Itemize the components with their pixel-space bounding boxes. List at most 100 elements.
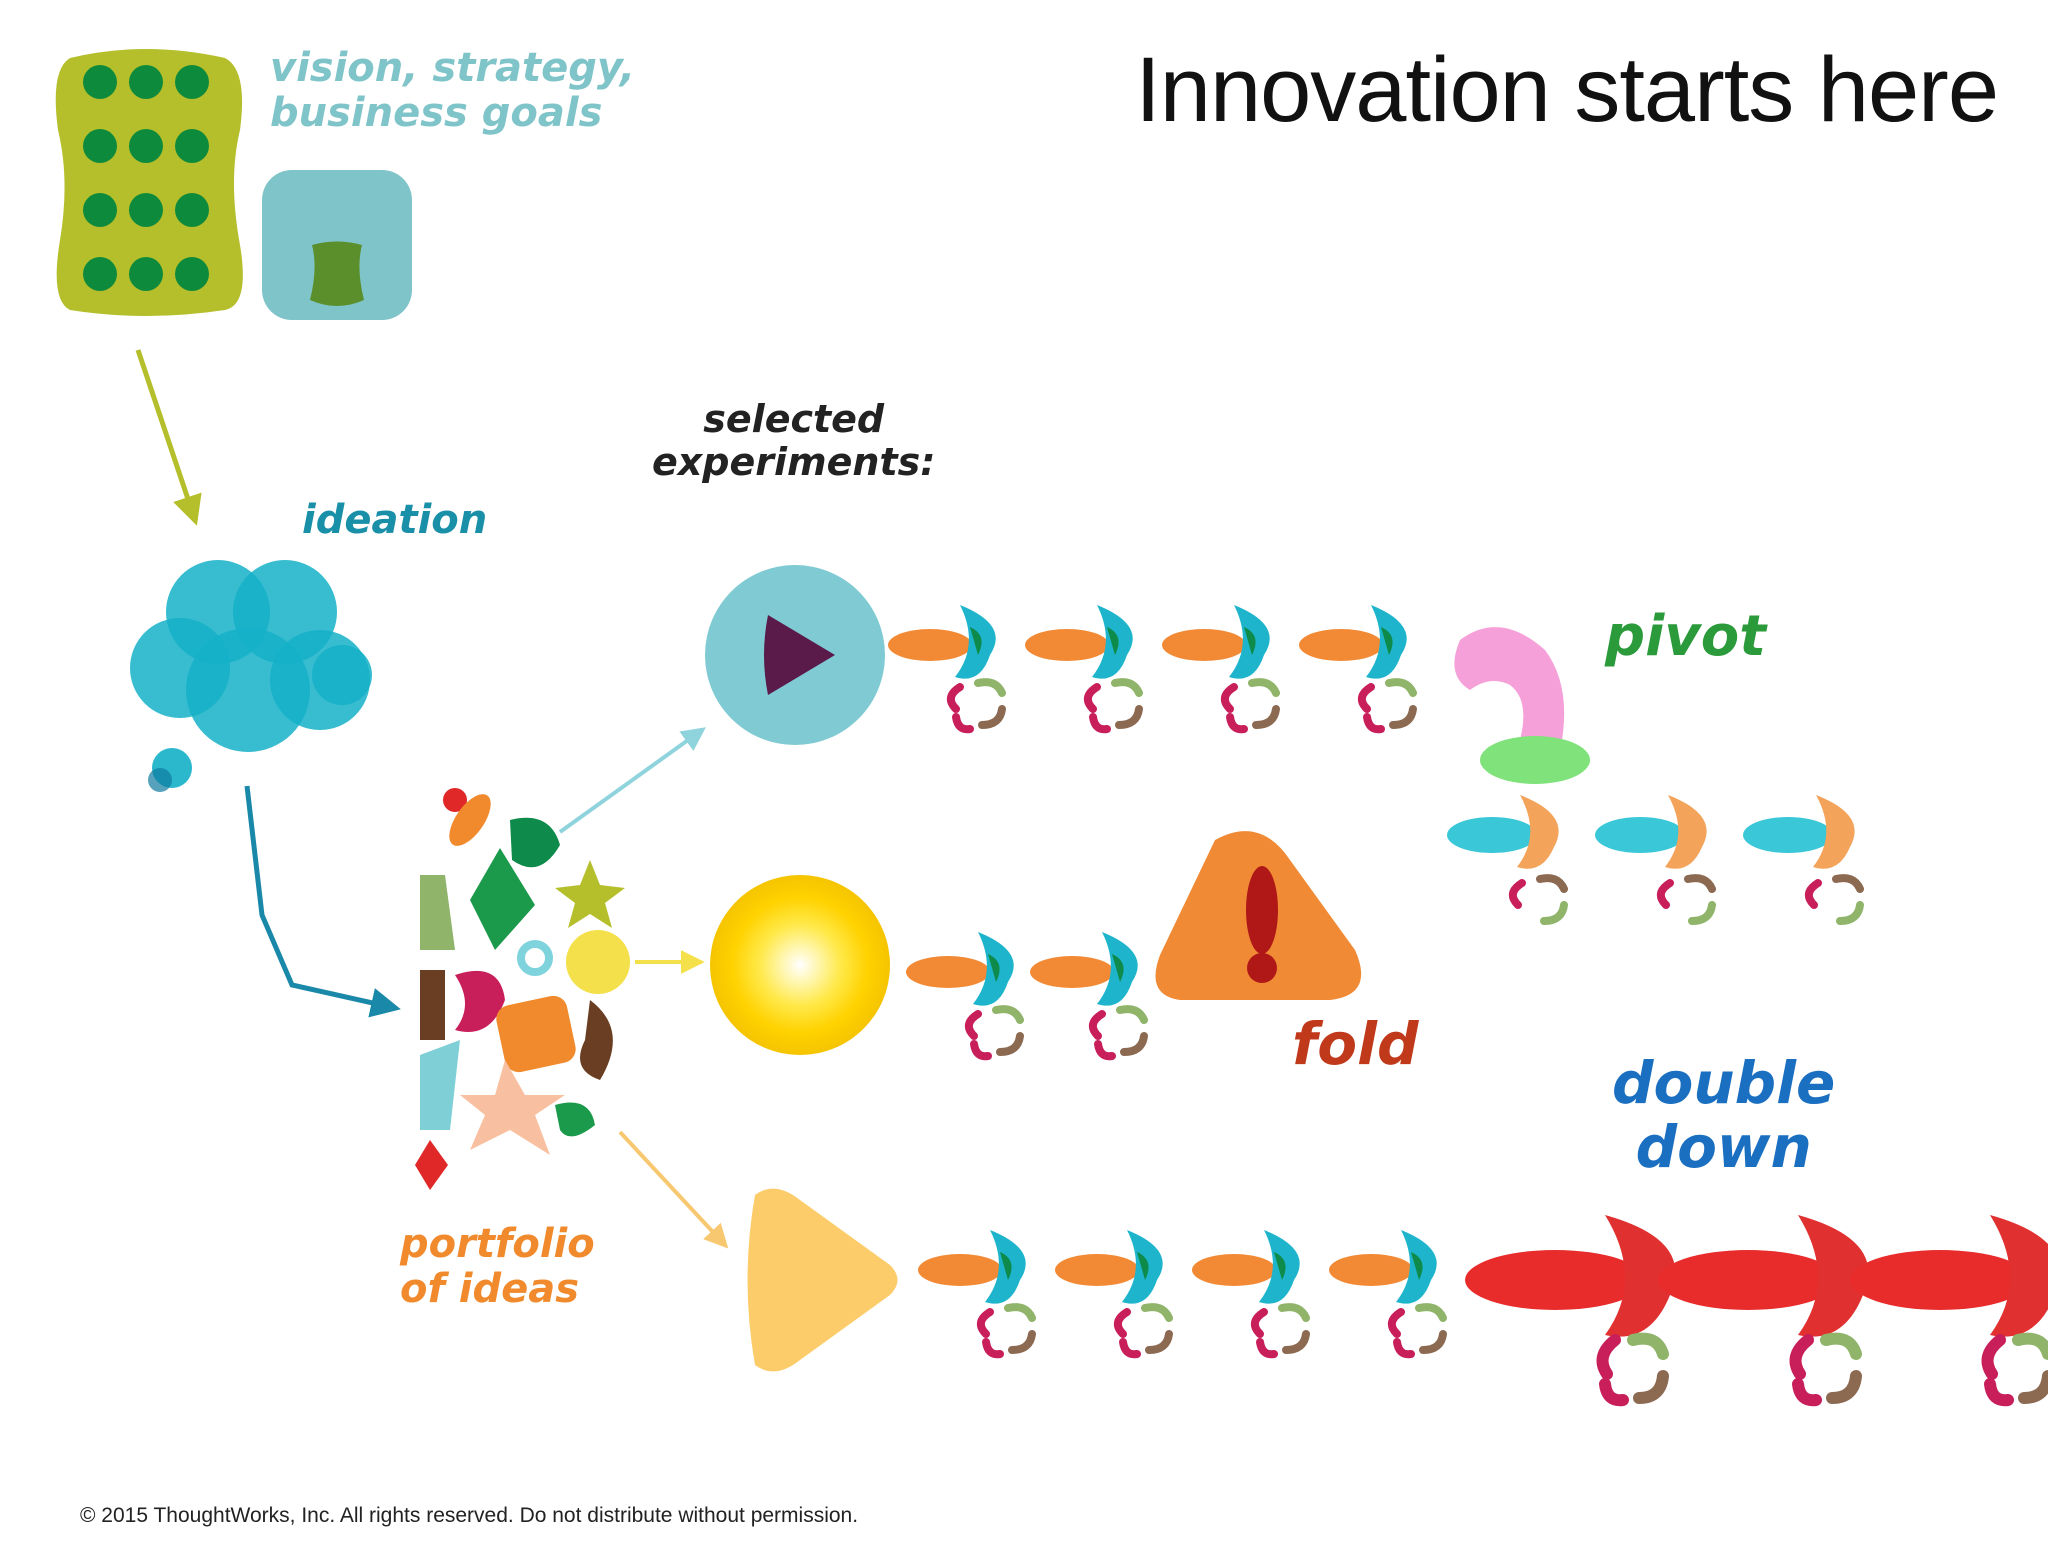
portfolio-idea-shape (420, 970, 445, 1040)
step-squiggle (1220, 683, 1238, 713)
vision-block (55, 49, 412, 320)
step-squiggle (1536, 874, 1568, 893)
step-bar (1192, 1254, 1276, 1286)
big-squiggle (1792, 1378, 1822, 1407)
step-squiggle (1836, 901, 1864, 925)
double-down-step (1850, 1215, 2048, 1407)
vision-dot (175, 65, 209, 99)
portfolio-label: portfolio of ideas (400, 1222, 595, 1312)
vision-dot (129, 193, 163, 227)
step-squiggle (1393, 1338, 1415, 1359)
selected-label-line-1: selected (703, 397, 885, 441)
portfolio-idea-shape (470, 848, 535, 950)
double-down-step (1658, 1215, 1869, 1407)
portfolio-idea-shape (555, 1102, 595, 1137)
goal-figure (310, 241, 364, 306)
step-bar (1030, 956, 1114, 988)
step-bar (1595, 817, 1685, 853)
portfolio-idea-shape (496, 995, 576, 1073)
experiment-step (888, 605, 1006, 734)
selected-experiments-label: selected experiments: (652, 398, 935, 483)
portfolio-shapes (415, 788, 630, 1190)
step-bar (1055, 1254, 1139, 1286)
step-squiggle (1389, 705, 1417, 729)
step-hook-accent (1000, 1252, 1012, 1280)
step-bar (1025, 629, 1109, 661)
step-squiggle (1385, 678, 1417, 697)
double-down-line-1: double (1612, 1049, 1836, 1117)
pivot-green-base (1480, 736, 1590, 784)
step-bar (1299, 629, 1383, 661)
vision-dot (129, 129, 163, 163)
experiment-step (1025, 605, 1143, 734)
step-bar (888, 629, 972, 661)
experiment-3-steps (918, 1230, 1447, 1359)
step-squiggle (946, 683, 964, 713)
step-squiggle (1387, 1308, 1405, 1338)
step-bar (1329, 1254, 1413, 1286)
experiment-step (1162, 605, 1280, 734)
step-squiggle (1116, 1005, 1148, 1024)
step-hook (1665, 795, 1707, 869)
experiment-step (1030, 932, 1148, 1061)
step-squiggle (1256, 1338, 1278, 1359)
step-squiggle (1083, 683, 1101, 713)
step-squiggle (1832, 874, 1864, 893)
step-hook-accent (1112, 954, 1124, 982)
step-squiggle (1363, 713, 1385, 734)
big-bar (1465, 1250, 1645, 1310)
ideation-label: ideation (302, 497, 488, 543)
double-down-line-2: down (1635, 1112, 1812, 1181)
big-squiggle (1826, 1370, 1862, 1404)
experiment-step (1329, 1230, 1447, 1359)
step-squiggle (982, 1338, 1004, 1359)
step-bar (1743, 817, 1833, 853)
step-squiggle (996, 1032, 1024, 1056)
step-squiggle (1684, 874, 1716, 893)
vision-dot (129, 65, 163, 99)
cloud-small-bubble (148, 768, 172, 792)
experiment-step (918, 1230, 1036, 1359)
experiment-step (906, 932, 1024, 1061)
step-squiggle (1094, 1040, 1116, 1061)
portfolio-idea-shape (420, 875, 455, 950)
vision-dot (83, 65, 117, 99)
portfolio-idea-shape (510, 817, 560, 868)
big-squiggle (1981, 1334, 2006, 1380)
step-squiggle (976, 1308, 994, 1338)
portfolio-idea-shape (580, 1000, 613, 1080)
step-squiggle (1145, 1330, 1173, 1354)
big-squiggle (1820, 1332, 1862, 1360)
pivot-shape (1454, 627, 1590, 784)
fold-warning (1155, 831, 1362, 1000)
step-bar (1447, 817, 1537, 853)
vision-blob (55, 49, 243, 316)
vision-label: vision, strategy, business goals (270, 46, 635, 136)
double-down-step (1465, 1215, 1676, 1407)
big-squiggle (2012, 1332, 2048, 1360)
step-squiggle (1282, 1330, 1310, 1354)
portfolio-idea-shape (555, 860, 625, 928)
step-squiggle (1088, 1010, 1106, 1040)
big-bar (1850, 1250, 2030, 1310)
step-squiggle (1115, 705, 1143, 729)
step-squiggle (1540, 901, 1568, 925)
step-hook-accent (1107, 627, 1119, 655)
triangle-shape (747, 1188, 898, 1372)
step-bar (906, 956, 990, 988)
vision-dot (175, 129, 209, 163)
step-squiggle (1226, 713, 1248, 734)
big-squiggle (1984, 1378, 2014, 1407)
experiment-2-steps (906, 932, 1148, 1061)
step-squiggle (970, 1040, 992, 1061)
page-title: Innovation starts here (1135, 39, 1999, 141)
step-squiggle (1357, 683, 1375, 713)
step-squiggle (992, 1005, 1024, 1024)
step-bar (918, 1254, 1002, 1286)
step-squiggle (1250, 1308, 1268, 1338)
big-bar (1658, 1250, 1838, 1310)
step-squiggle (1415, 1303, 1447, 1322)
vision-dot (83, 129, 117, 163)
